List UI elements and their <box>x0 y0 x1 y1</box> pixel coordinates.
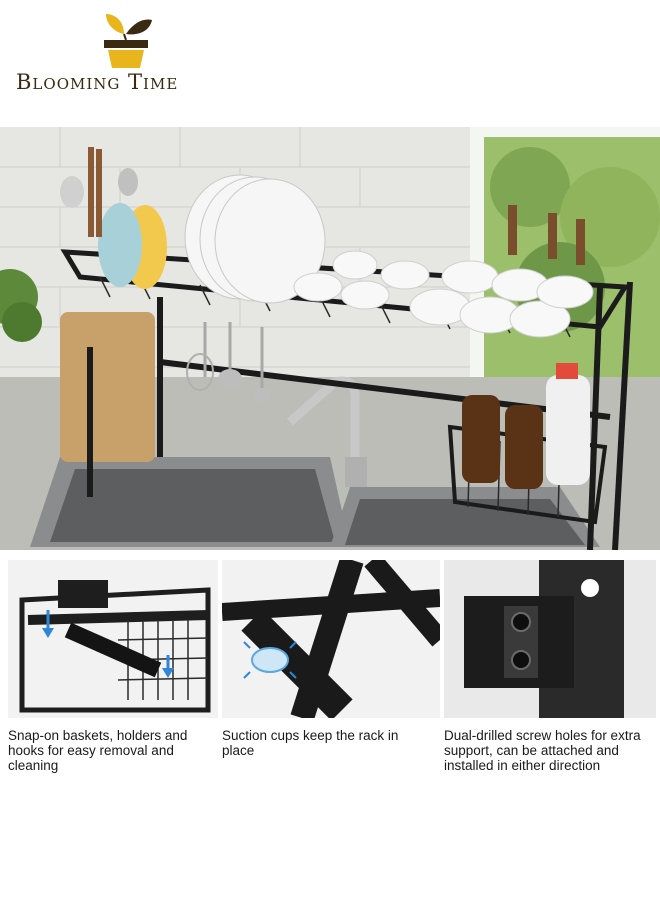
suction-cup-detail-image <box>222 560 440 718</box>
screw-hole-detail-image <box>444 560 656 718</box>
feature-caption-baskets: Snap-on baskets, holders and hooks for e… <box>8 728 188 773</box>
feature-caption-screw-holes: Dual-drilled screw holes for extra suppo… <box>444 728 641 773</box>
feature-caption-suction-cups: Suction cups keep the rack in place <box>222 728 399 758</box>
brand-logo: Blooming Time <box>14 10 234 94</box>
basket-detail-image <box>8 560 218 718</box>
plant-pot-icon <box>104 14 152 68</box>
hero-product-image <box>0 127 660 550</box>
brand-name: Blooming Time <box>16 70 179 94</box>
suction-cup-icon <box>251 647 289 673</box>
